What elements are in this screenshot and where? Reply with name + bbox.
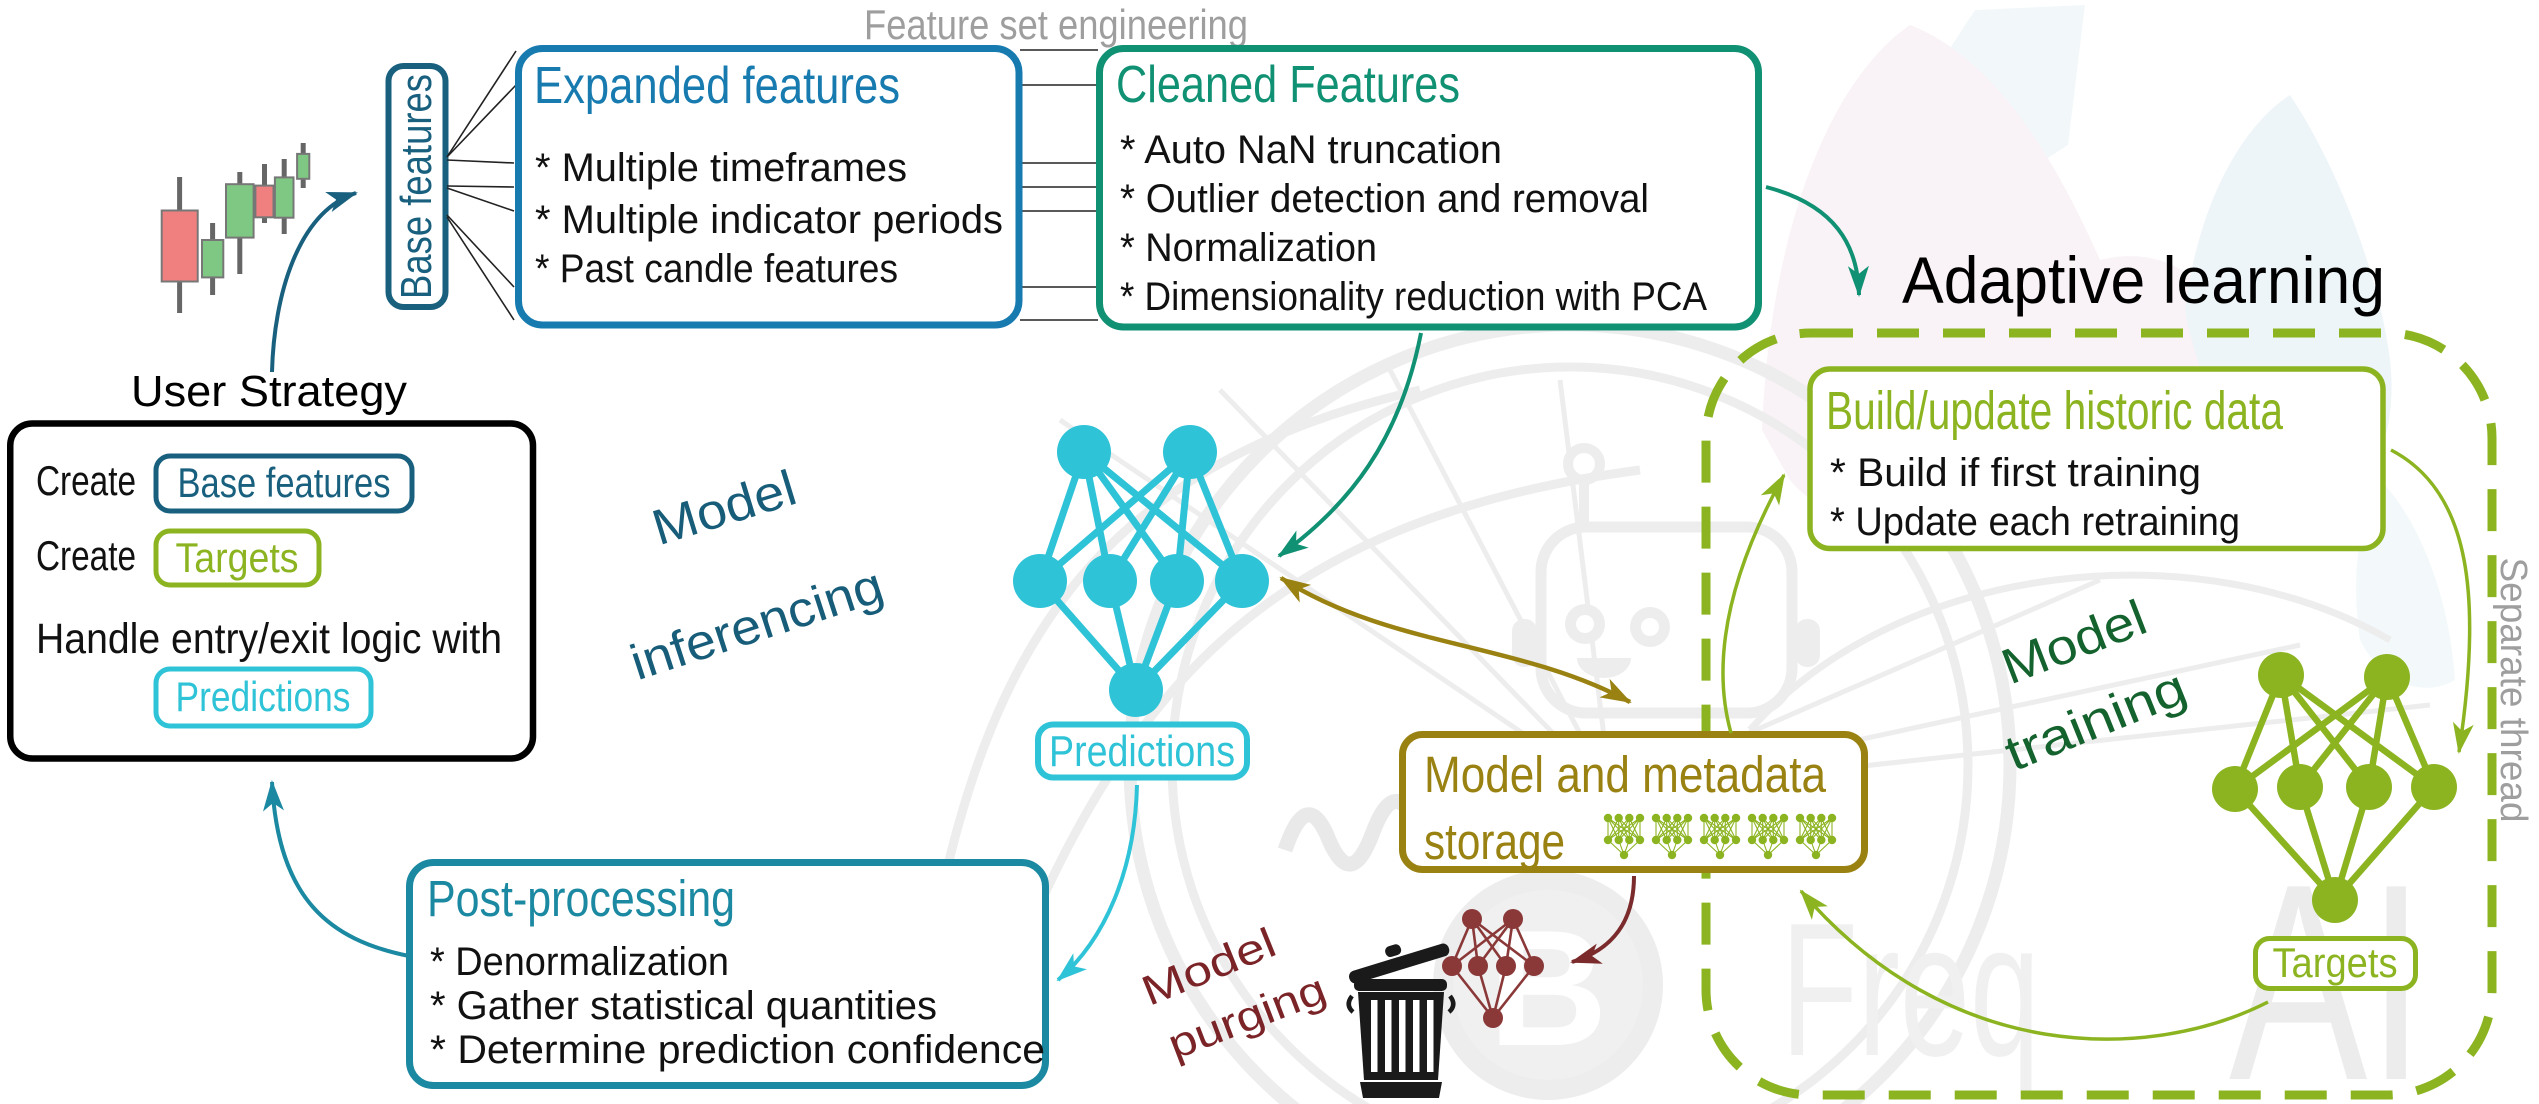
svg-text:Adaptive learning: Adaptive learning: [1902, 243, 2385, 317]
svg-text:* Dimensionality reduction wit: * Dimensionality reduction with PCA: [1120, 275, 1707, 319]
svg-text:Freq: Freq: [1781, 884, 2040, 1096]
svg-text:Predictions: Predictions: [1049, 727, 1235, 776]
svg-text:Build/update historic data: Build/update historic data: [1826, 381, 2284, 441]
svg-text:* Denormalization: * Denormalization: [430, 940, 729, 984]
svg-text:Base features: Base features: [392, 74, 441, 299]
svg-text:* Auto NaN truncation: * Auto NaN truncation: [1120, 128, 1502, 172]
svg-text:* Gather statistical quantitie: * Gather statistical quantities: [430, 984, 937, 1028]
svg-text:Targets: Targets: [176, 534, 299, 581]
svg-text:Post-processing: Post-processing: [427, 870, 735, 927]
svg-text:* Build if first training: * Build if first training: [1830, 451, 2201, 495]
svg-text:Cleaned Features: Cleaned Features: [1116, 56, 1460, 114]
svg-text:* Outlier detection and remova: * Outlier detection and removal: [1120, 177, 1649, 221]
svg-text:* Update each retraining: * Update each retraining: [1830, 500, 2240, 544]
svg-text:* Normalization: * Normalization: [1120, 226, 1377, 270]
svg-text:Model and metadata: Model and metadata: [1424, 746, 1827, 803]
svg-text:Separate thread: Separate thread: [2492, 558, 2534, 823]
svg-text:Feature set engineering: Feature set engineering: [864, 1, 1248, 48]
svg-text:* Multiple timeframes: * Multiple timeframes: [535, 146, 907, 190]
svg-text:Base features: Base features: [178, 459, 391, 506]
svg-text:Predictions: Predictions: [176, 673, 351, 720]
svg-text:Expanded features: Expanded features: [534, 57, 900, 115]
svg-text:Create: Create: [36, 457, 136, 504]
svg-text:* Past candle features: * Past candle features: [535, 247, 898, 291]
svg-text:User Strategy: User Strategy: [131, 367, 407, 416]
svg-text:* Multiple indicator periods: * Multiple indicator periods: [535, 198, 1003, 242]
svg-text:* Determine prediction confide: * Determine prediction confidence: [430, 1028, 1045, 1072]
svg-text:storage: storage: [1424, 813, 1565, 870]
svg-text:Targets: Targets: [2273, 939, 2398, 986]
svg-text:Create: Create: [36, 532, 136, 579]
svg-text:Handle entry/exit logic with: Handle entry/exit logic with: [36, 615, 502, 663]
